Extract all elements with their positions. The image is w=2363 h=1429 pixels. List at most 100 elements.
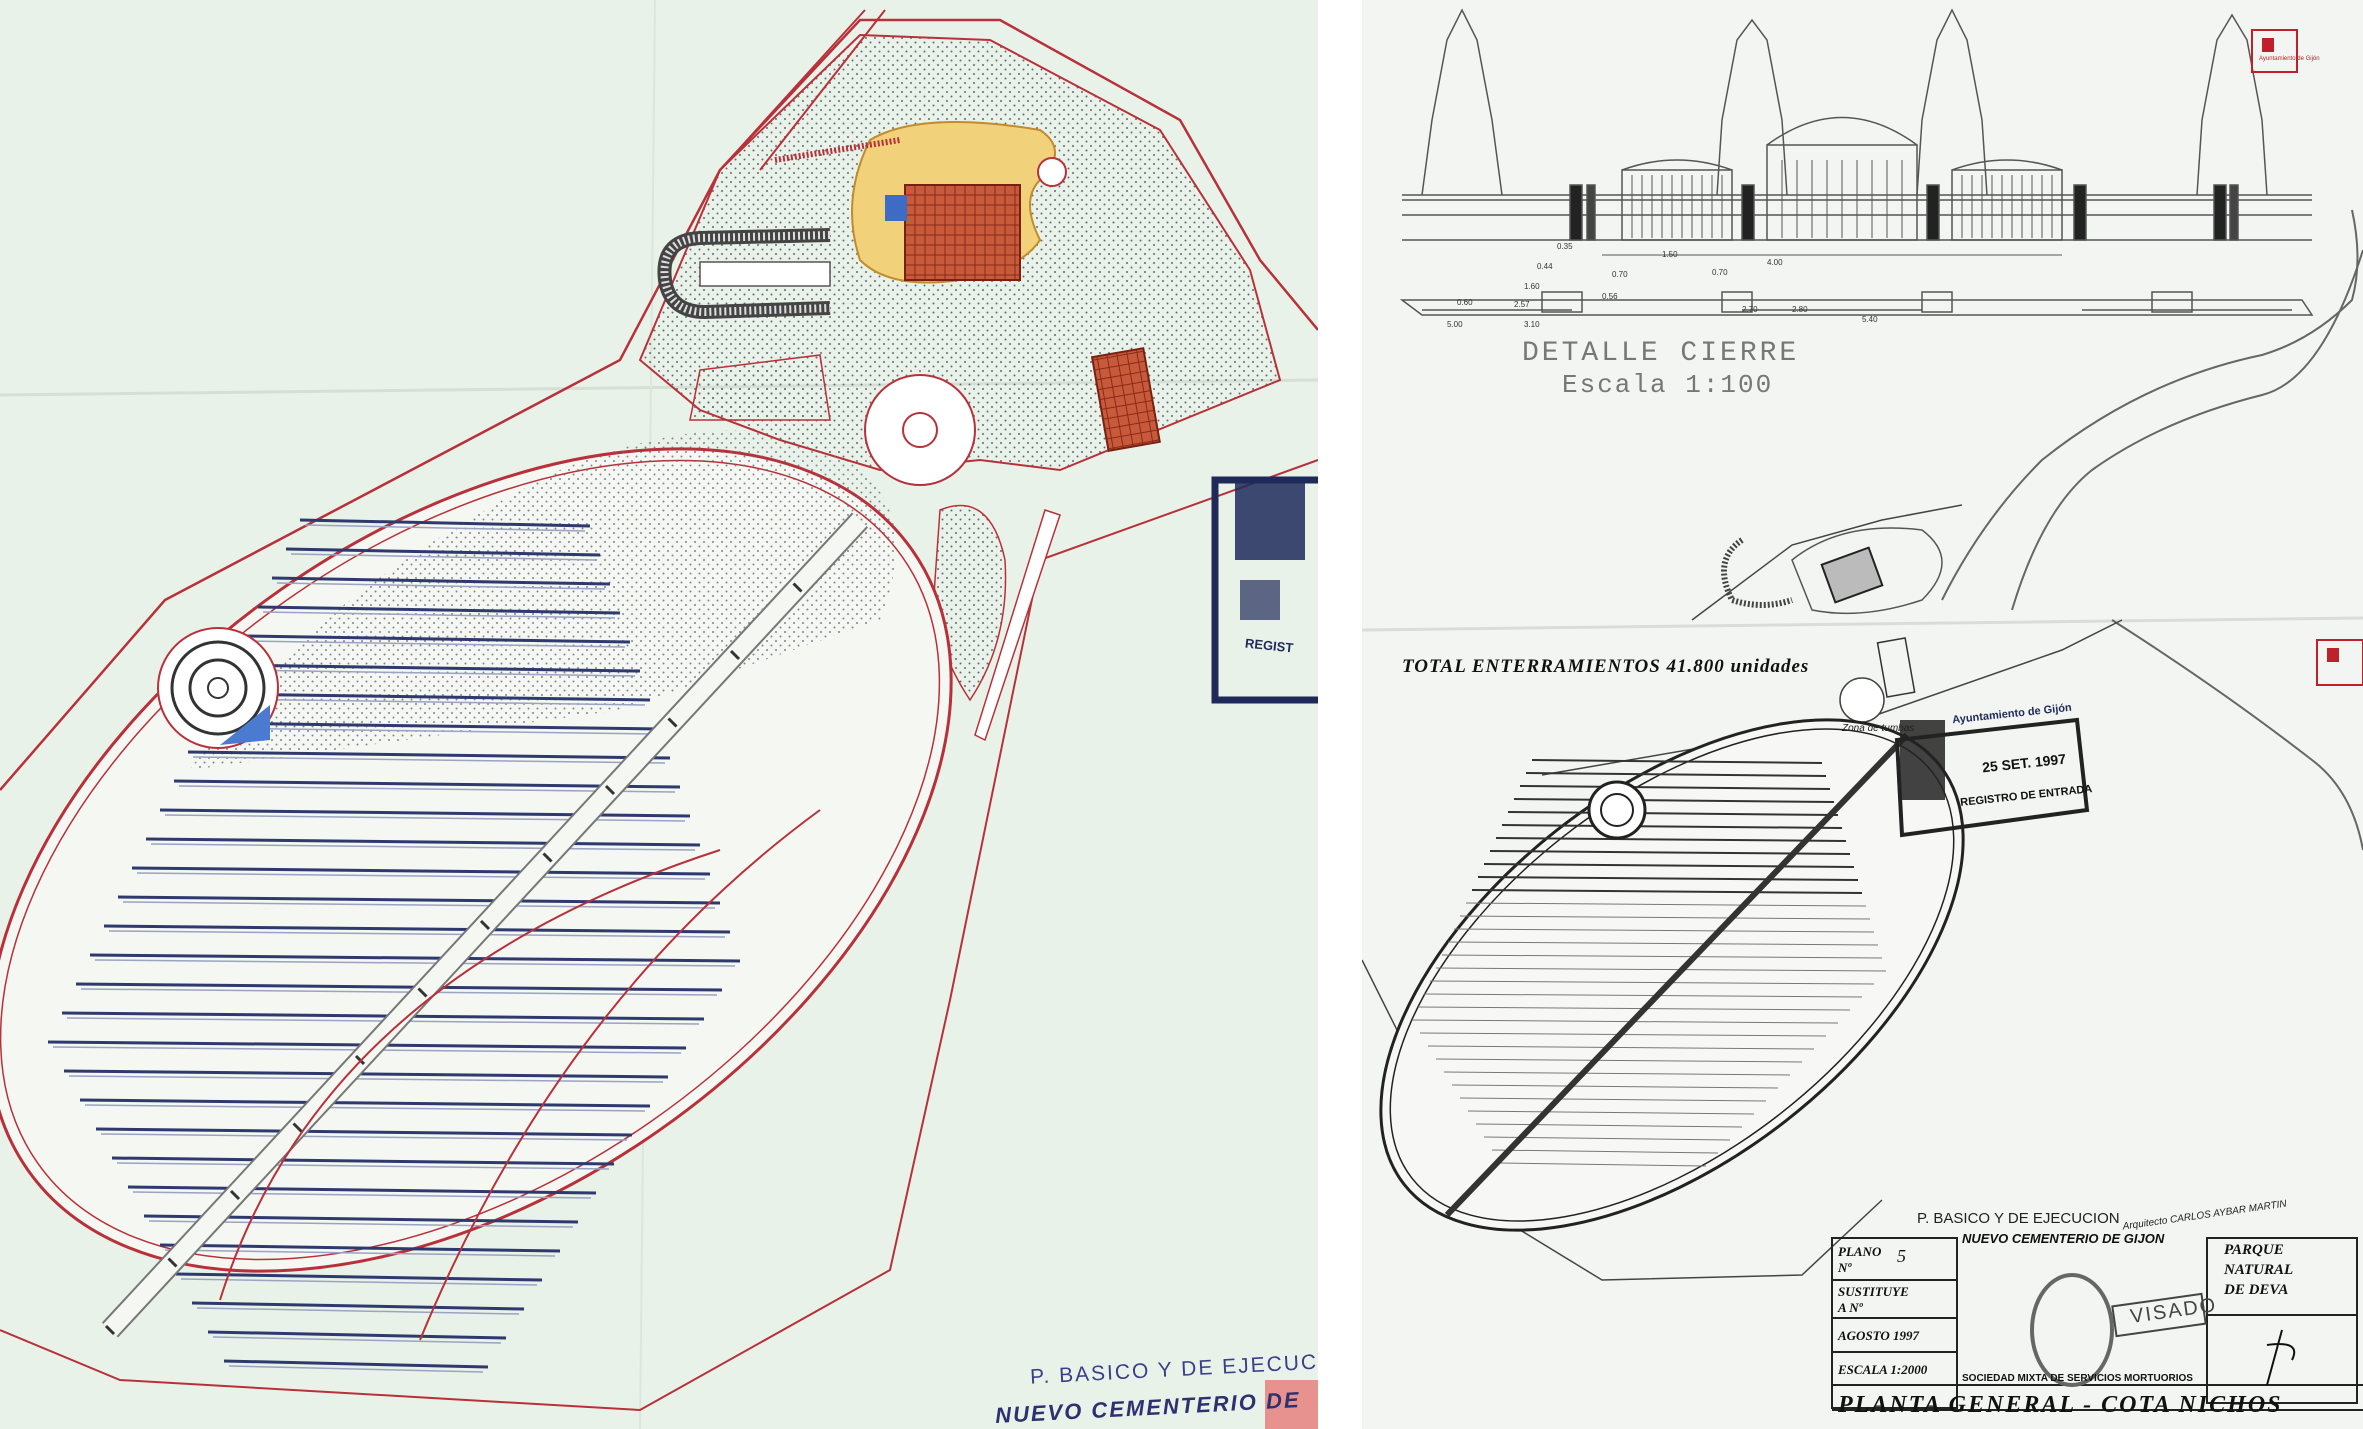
walkway-marker [417, 987, 428, 998]
niche-row-shadow [304, 524, 586, 532]
niche-row-shadow [122, 901, 716, 909]
niche-row [131, 866, 711, 876]
visado-stamp [2030, 1273, 2296, 1387]
niche-row-shadow [228, 1365, 484, 1373]
red-curved-path [219, 849, 721, 1301]
niche-row-shadow [262, 611, 616, 619]
sheet-title: PLANTA GENERAL - COTA NICHOS [1838, 1392, 2283, 1418]
tb-company: SOCIEDAD MIXTA DE SERVICIOS MORTUORIOS [1962, 1373, 2193, 1384]
niche-row [299, 518, 591, 528]
blue-pond [220, 705, 270, 745]
total-burials: TOTAL ENTERRAMIENTOS 41.800 unidades [1402, 656, 1810, 677]
tb-name: NUEVO CEMENTERIO DE GIJON [1962, 1231, 2165, 1246]
niche-row-shadow [196, 1307, 520, 1315]
niche-row-shadow [108, 930, 726, 938]
niche-row-shadow [116, 1162, 610, 1170]
walkway-marker [104, 1324, 116, 1336]
walkway-marker [604, 784, 616, 796]
niche-row [207, 1330, 507, 1340]
niche-row [1507, 811, 1839, 816]
niche-row-shadow [100, 1133, 628, 1141]
dimension-label: 0.56 [1602, 292, 1618, 301]
walkway-markers [104, 582, 803, 1336]
dimension-label: 5.00 [1447, 320, 1463, 329]
niche-row-shadow [132, 1191, 592, 1199]
walkway-marker [542, 852, 553, 863]
dimension-label: 2.57 [1514, 300, 1530, 309]
green-island [689, 354, 831, 421]
niche-row [1531, 759, 1823, 764]
dimension-label: 1.50 [1662, 250, 1678, 259]
niche-row [1451, 1084, 1779, 1089]
left-plan-drawing [0, 0, 1318, 1429]
niche-row [63, 1069, 669, 1079]
registry-stamp [1211, 476, 1318, 704]
dimension-label: 1.60 [1524, 282, 1540, 291]
niche-row [1443, 1071, 1791, 1076]
niche-row [1513, 798, 1835, 803]
dimension-label: 3.10 [1524, 320, 1540, 329]
service-building-roof [1090, 347, 1161, 452]
niche-row [1499, 1162, 1707, 1167]
niche-row [1519, 785, 1831, 790]
niche-row-shadow [192, 756, 666, 764]
niche-row [243, 634, 631, 644]
niche-row [1411, 1019, 1839, 1024]
walkway-marker [667, 717, 678, 728]
niche-row [1423, 993, 1863, 998]
niche-row-shadow [212, 1336, 502, 1344]
niche-row [1495, 837, 1847, 842]
walkway-marker [479, 919, 491, 931]
left-site-plan-photo: REGIST P. BASICO Y DE EJECUCI NUEVO CEME… [0, 0, 1318, 1429]
niche-row [127, 1185, 597, 1195]
niche-row [75, 982, 723, 992]
dimension-label: 0.60 [1457, 298, 1473, 307]
niche-row [173, 779, 681, 789]
niche-rows [1411, 759, 1887, 1167]
chapel-building [1820, 546, 1884, 604]
niche-row [1459, 1097, 1767, 1102]
niche-row [191, 1301, 525, 1311]
niche-row [95, 1127, 633, 1137]
site-boundary [1362, 959, 1883, 1281]
tb-park-1: PARQUE [2224, 1242, 2284, 1258]
corner-stamp-emblem [2262, 38, 2274, 52]
niche-row-shadow [84, 1104, 646, 1112]
dimension-label: 0.70 [1712, 268, 1728, 277]
niche-row [175, 1272, 543, 1282]
niche-row [223, 1359, 489, 1369]
access-road [719, 9, 886, 171]
chapel-building-roof [904, 184, 1021, 281]
niche-row [1467, 1110, 1755, 1115]
walkway-marker [792, 582, 803, 593]
chapel-plaza [1791, 527, 1943, 615]
tomb-zone-label: Zona de tumbas [1842, 723, 1915, 734]
dimension-label: 2.80 [1792, 305, 1808, 314]
niche-row [111, 1156, 615, 1166]
fold-line [1362, 616, 2363, 632]
niche-row-shadow [164, 1249, 556, 1257]
circular-plaza [157, 627, 279, 749]
niche-row [61, 1011, 705, 1021]
tb-plano-label: PLANO Nº [1838, 1244, 1882, 1275]
niche-row [1453, 928, 1875, 933]
walkway-marker [229, 1189, 241, 1201]
detail-scale: Escala 1:100 [1562, 370, 1774, 400]
dimension-label: 4.00 [1767, 258, 1783, 267]
parking-loop [1721, 537, 1793, 608]
niche-row [117, 895, 721, 905]
walkway-marker [167, 1257, 178, 1268]
right-plan-drawing [1362, 8, 2363, 1411]
niche-row-shadow [94, 959, 736, 967]
niche-row-shadow [290, 553, 596, 561]
dimension-label: 0.44 [1537, 262, 1553, 271]
red-curved-path [419, 809, 821, 1341]
niche-row-shadow [206, 727, 656, 735]
niche-row [187, 750, 671, 760]
niche-row [1471, 889, 1863, 894]
niche-row [215, 692, 651, 702]
niche-row [1435, 967, 1887, 972]
niche-row-shadow [220, 698, 646, 706]
niche-row [271, 576, 611, 586]
dimension-label: 0.35 [1557, 242, 1573, 251]
